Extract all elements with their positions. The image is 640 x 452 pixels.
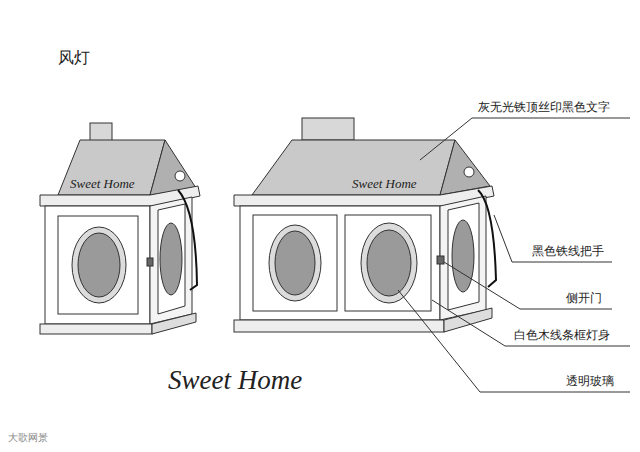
watermark: 大歌网景: [8, 432, 48, 444]
roof-print: Sweet Home: [352, 176, 417, 192]
leader-lines: [398, 118, 630, 392]
callout-label: 灰无光铁顶丝印黑色文字: [478, 100, 610, 114]
callout-label: 白色木线条框灯身: [514, 328, 610, 342]
roof-print: Sweet Home: [70, 176, 135, 192]
callout-label: 侧开门: [566, 291, 602, 305]
diagram-title: 风灯: [58, 48, 90, 67]
brand-text: Sweet Home: [168, 364, 302, 396]
callout-label: 黑色铁线把手: [532, 244, 604, 258]
callout-label: 透明玻璃: [566, 374, 614, 388]
